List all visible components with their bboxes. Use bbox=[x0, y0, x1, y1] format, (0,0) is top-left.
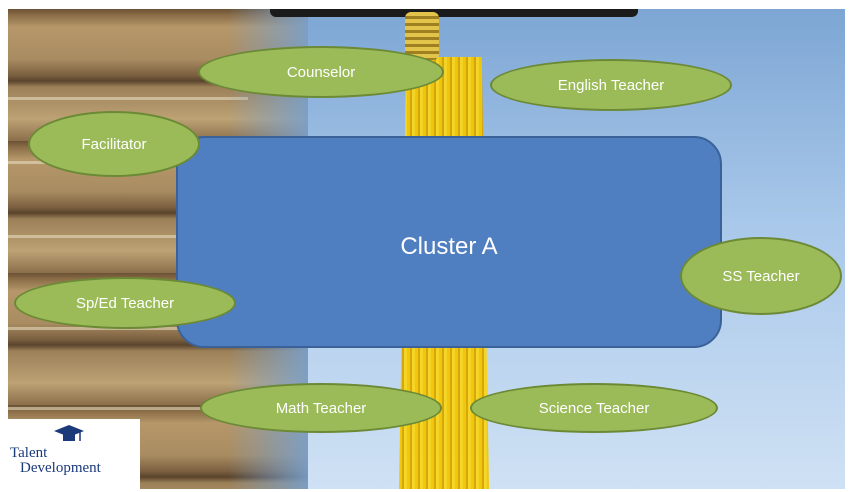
book-page-edge bbox=[8, 97, 248, 100]
talent-development-logo: Talent Development bbox=[8, 419, 140, 489]
role-math-teacher: Math Teacher bbox=[200, 383, 442, 433]
graduation-cap-icon bbox=[270, 9, 638, 17]
slide: Cluster A Counselor English Teacher Faci… bbox=[8, 9, 845, 489]
tassel-knot-icon bbox=[405, 12, 439, 60]
book-page-edge bbox=[8, 235, 248, 238]
role-counselor: Counselor bbox=[198, 46, 444, 98]
logo-line2: Development bbox=[20, 460, 101, 476]
role-ss-teacher: SS Teacher bbox=[680, 237, 842, 315]
logo-line1: Talent bbox=[10, 445, 48, 461]
role-english-teacher: English Teacher bbox=[490, 59, 732, 111]
logo-text: Talent Development bbox=[10, 446, 138, 476]
logo-cap-icon bbox=[54, 425, 84, 441]
book-page-edge bbox=[8, 407, 248, 410]
cluster-box: Cluster A bbox=[176, 136, 722, 348]
role-sped-teacher: Sp/Ed Teacher bbox=[14, 277, 236, 329]
role-facilitator: Facilitator bbox=[28, 111, 200, 177]
cluster-label: Cluster A bbox=[400, 233, 498, 260]
role-science-teacher: Science Teacher bbox=[470, 383, 718, 433]
